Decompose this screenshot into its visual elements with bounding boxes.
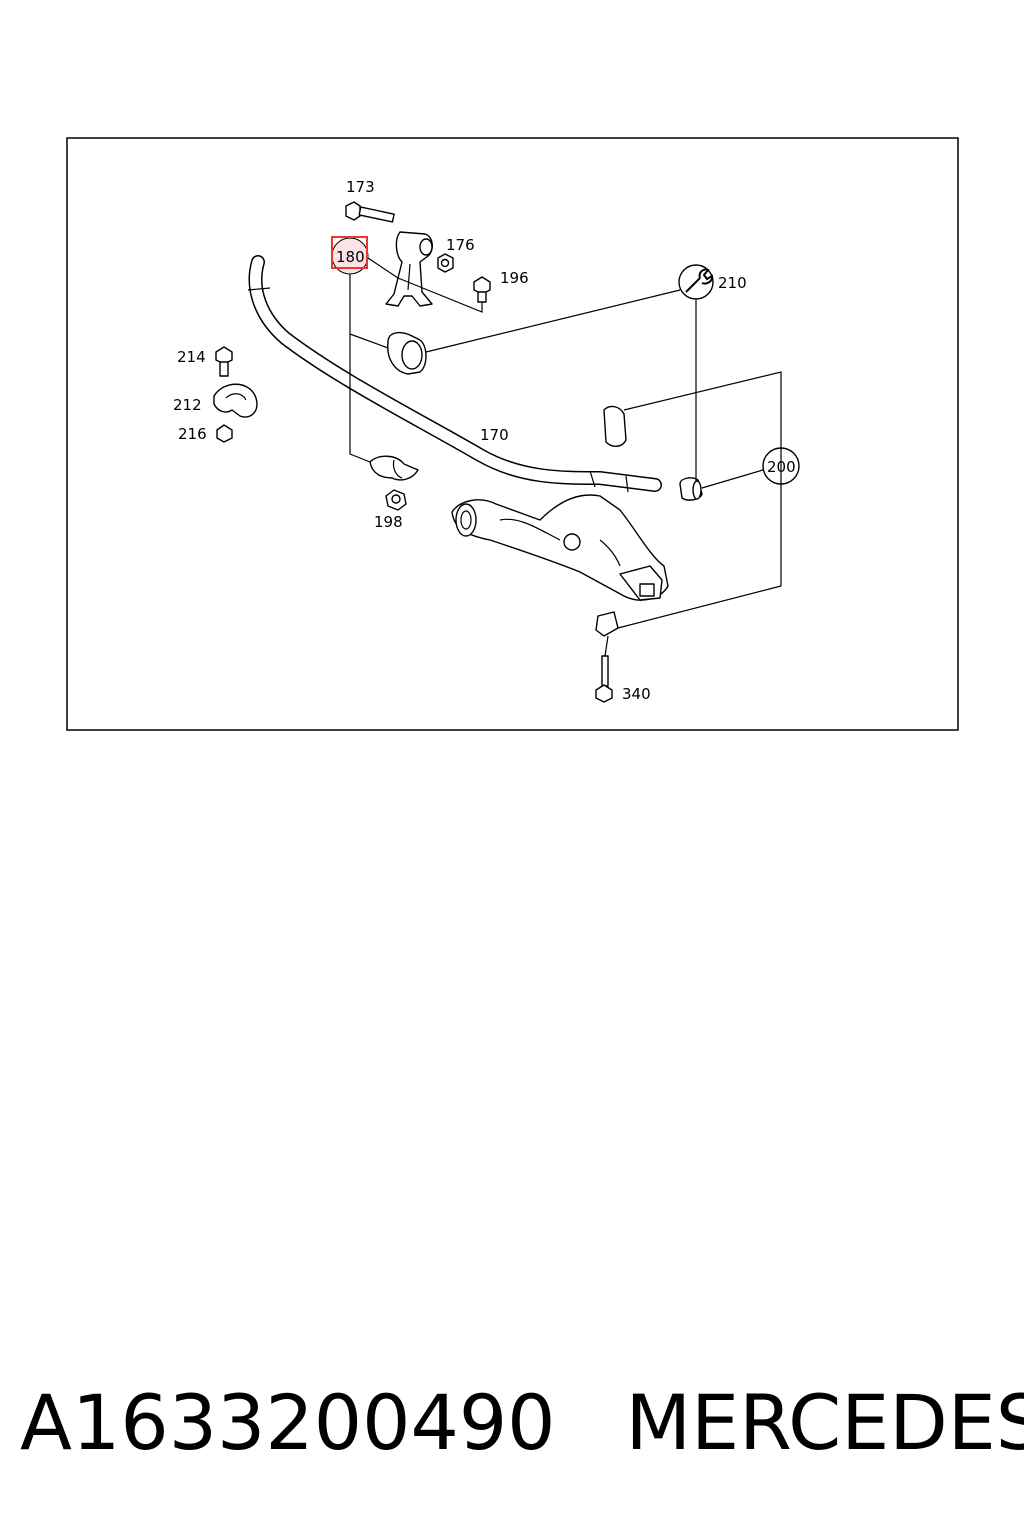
rubber-bushing [387,331,427,375]
callout-180: 180 [336,248,365,266]
callout-173: 173 [346,178,375,196]
bushing-pad-upper [603,405,627,447]
callout-200: 200 [767,458,796,476]
control-arm [451,494,669,601]
bushing-pad-lower [595,611,619,637]
diagram-frame [66,137,959,731]
bolt-214 [215,346,233,377]
callout-214: 214 [177,348,206,366]
footer: A1633200490 MERCEDES [20,1372,1024,1472]
stabilizer-bracket [385,231,433,307]
callout-216: 216 [178,425,207,443]
leader-lines [349,257,782,657]
bolt-196 [473,276,491,303]
parts-diagram: 173 176 180 196 210 214 212 216 170 200 … [66,137,959,731]
nut-176 [437,253,454,273]
nut-216 [216,424,233,443]
callout-196: 196 [500,269,529,287]
callout-labels: 173 176 180 196 210 214 212 216 170 200 … [173,178,796,703]
brand-name: MERCEDES [625,1377,1024,1467]
bolt-173 [345,201,395,223]
stabilizer-bar [247,255,662,493]
bushing-sleeve [679,477,703,501]
part-number: A1633200490 [20,1377,556,1467]
callout-340: 340 [622,685,651,703]
clip-198 [369,455,419,511]
callout-176: 176 [446,236,475,254]
bolt-340 [595,655,613,703]
clamp-212 [213,383,258,418]
callout-210: 210 [718,274,747,292]
callout-170: 170 [480,426,509,444]
callout-198: 198 [374,513,403,531]
wrench-icon [678,264,714,300]
callout-212: 212 [173,396,202,414]
